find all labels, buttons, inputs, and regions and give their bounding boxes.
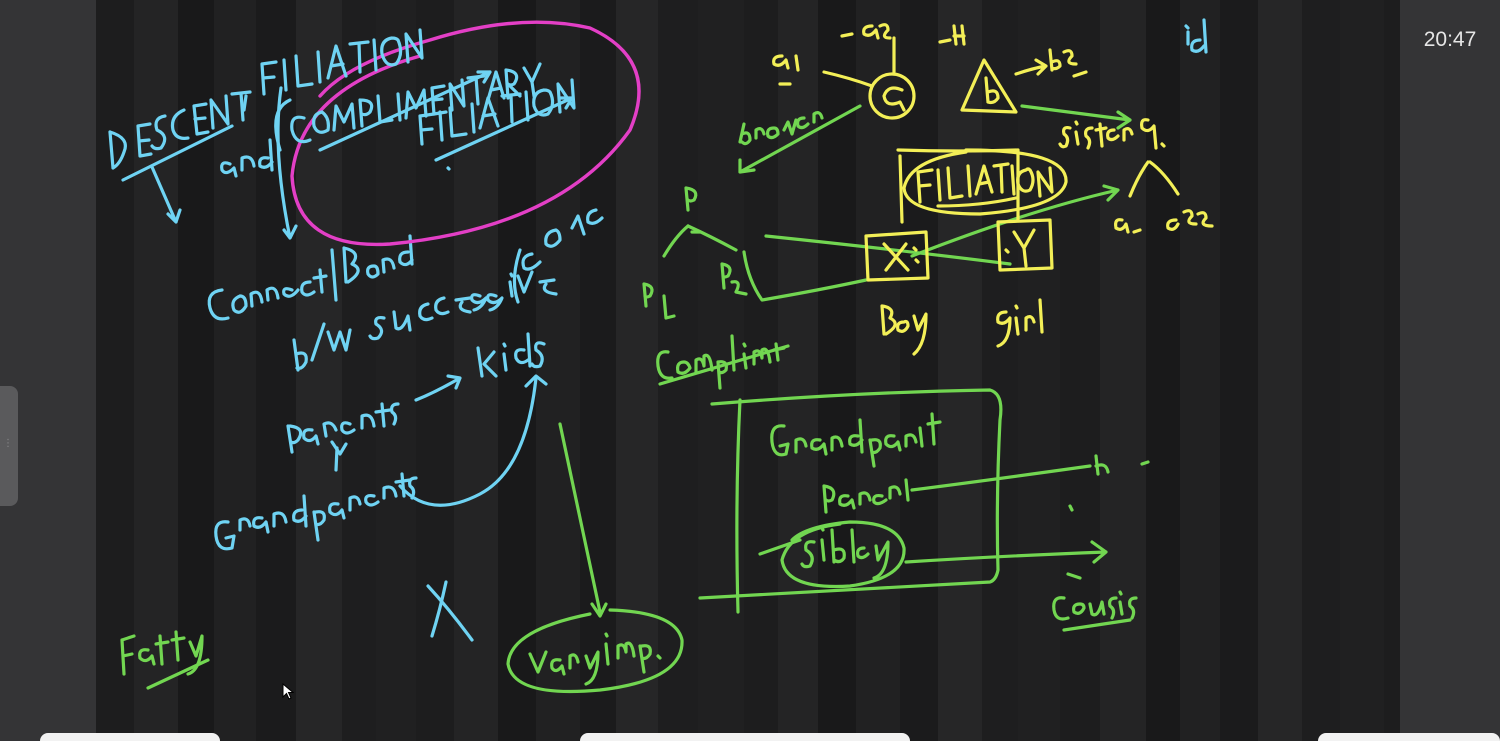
board-plank [1018,0,1061,741]
mouse-pointer-icon [282,683,295,700]
yellow-ink-notes [772,23,1214,356]
left-margin: ⋮ [0,0,96,741]
board-plank [744,0,779,741]
clock-time: 20:47 [1423,28,1477,51]
taskbar-segment-left [40,733,220,741]
right-margin [1400,0,1500,741]
taskbar-segment-right [1318,733,1500,741]
board-plank [1340,0,1385,741]
blue-ink-header [220,18,1208,178]
blue-ink-notes [108,86,604,642]
board-plank [1384,0,1400,741]
board-plank [1302,0,1341,741]
magenta-highlight-ellipse [290,20,641,247]
board-plank [616,0,659,741]
taskbar-segment-center [580,733,910,741]
board-plank [938,0,983,741]
board-plank [982,0,1019,741]
side-panel-handle[interactable]: ⋮ [0,386,18,506]
green-ink-notes [120,104,1150,694]
board-plank [342,0,377,741]
board-plank [1258,0,1303,741]
board-plank [580,0,617,741]
grip-icon: ⋮ [3,438,13,449]
